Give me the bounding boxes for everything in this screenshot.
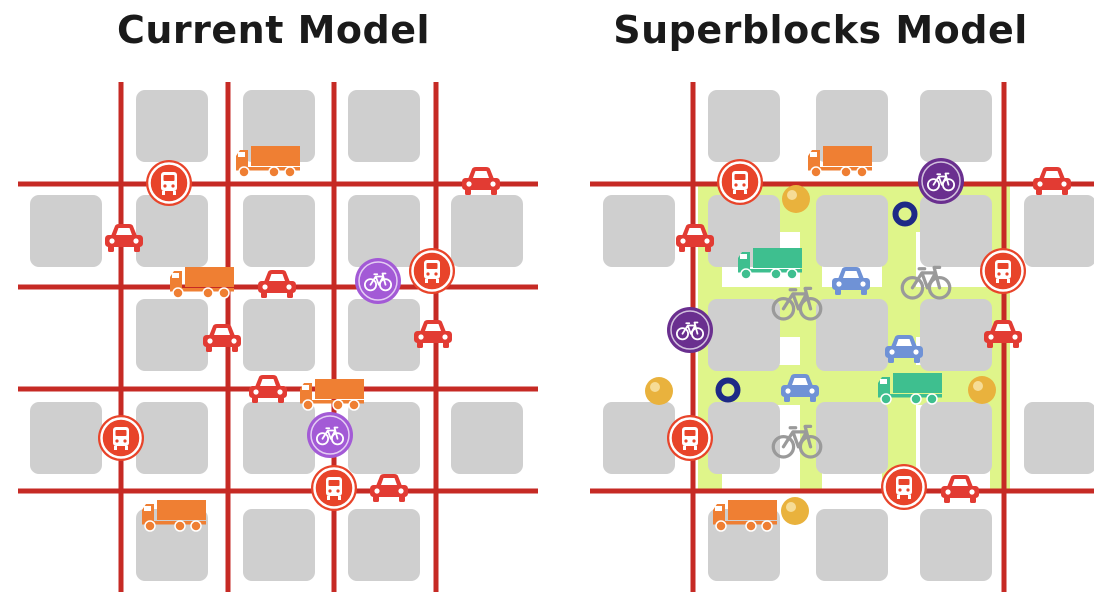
city-block <box>708 90 780 162</box>
road-horizontal <box>18 488 538 494</box>
road-horizontal <box>590 488 1094 494</box>
city-block <box>348 509 420 581</box>
city-block <box>243 90 315 162</box>
superblocks-model-title: Superblocks Model <box>613 8 1028 52</box>
traffic-icons <box>98 146 1071 532</box>
stop-ring-icon <box>892 201 918 227</box>
bus-icon <box>717 159 763 205</box>
city-block <box>451 402 523 474</box>
bus-icon <box>98 415 144 461</box>
city-block <box>451 195 523 267</box>
stop-dot-icon <box>968 376 996 404</box>
road-vertical <box>118 82 124 592</box>
current-model-blocks <box>30 90 523 581</box>
city-block <box>920 509 992 581</box>
car-icon <box>885 335 923 363</box>
current-model-title: Current Model <box>116 8 431 52</box>
city-block <box>243 299 315 371</box>
truck-icon <box>300 379 364 411</box>
bicycle-icon <box>355 258 401 304</box>
stop-dot-icon <box>781 497 809 525</box>
bus-icon <box>980 248 1026 294</box>
truck-icon <box>713 500 777 532</box>
city-block <box>816 90 888 162</box>
city-block <box>603 195 675 267</box>
car-icon <box>258 270 296 298</box>
city-block <box>243 509 315 581</box>
truck-icon <box>878 373 942 405</box>
truck-icon <box>738 248 802 280</box>
stop-dot-icon <box>645 377 673 405</box>
city-block <box>708 299 780 371</box>
city-block <box>708 402 780 474</box>
bicycle-icon <box>667 307 713 353</box>
city-block <box>348 402 420 474</box>
city-block <box>920 299 992 371</box>
car-icon <box>462 167 500 195</box>
car-icon <box>832 267 870 295</box>
city-block <box>136 402 208 474</box>
car-icon <box>370 474 408 502</box>
truck-icon <box>236 146 300 178</box>
road-vertical <box>331 82 337 592</box>
bicycle-icon <box>307 412 353 458</box>
road-horizontal <box>590 181 1094 187</box>
city-block <box>348 195 420 267</box>
bus-icon <box>667 415 713 461</box>
truck-icon <box>808 146 872 178</box>
city-block <box>920 402 992 474</box>
city-block <box>1024 402 1094 474</box>
city-block <box>136 299 208 371</box>
pedestrian-street <box>698 365 1010 405</box>
city-block <box>136 195 208 267</box>
truck-icon <box>142 500 206 532</box>
car-icon <box>414 320 452 348</box>
city-block <box>30 402 102 474</box>
city-block <box>243 402 315 474</box>
city-block <box>816 195 888 267</box>
car-icon <box>781 374 819 402</box>
truck-icon <box>170 267 234 299</box>
stop-ring-icon <box>715 377 741 403</box>
bicycle-icon <box>918 158 964 204</box>
car-icon <box>984 320 1022 348</box>
road-horizontal <box>18 181 538 187</box>
bus-icon <box>881 464 927 510</box>
city-block <box>816 509 888 581</box>
city-block <box>243 195 315 267</box>
city-block <box>136 90 208 162</box>
city-block <box>603 402 675 474</box>
car-icon <box>105 224 143 252</box>
city-block <box>920 195 992 267</box>
city-block <box>816 402 888 474</box>
car-icon <box>1033 167 1071 195</box>
city-block <box>348 299 420 371</box>
bus-icon <box>311 465 357 511</box>
car-icon <box>203 324 241 352</box>
stop-dot-icon <box>782 185 810 213</box>
city-block <box>348 90 420 162</box>
city-block <box>920 90 992 162</box>
city-block <box>1024 195 1094 267</box>
car-icon <box>676 224 714 252</box>
bus-icon <box>146 160 192 206</box>
car-icon <box>941 475 979 503</box>
car-icon <box>249 375 287 403</box>
city-block <box>816 299 888 371</box>
city-block <box>30 195 102 267</box>
bus-icon <box>409 248 455 294</box>
